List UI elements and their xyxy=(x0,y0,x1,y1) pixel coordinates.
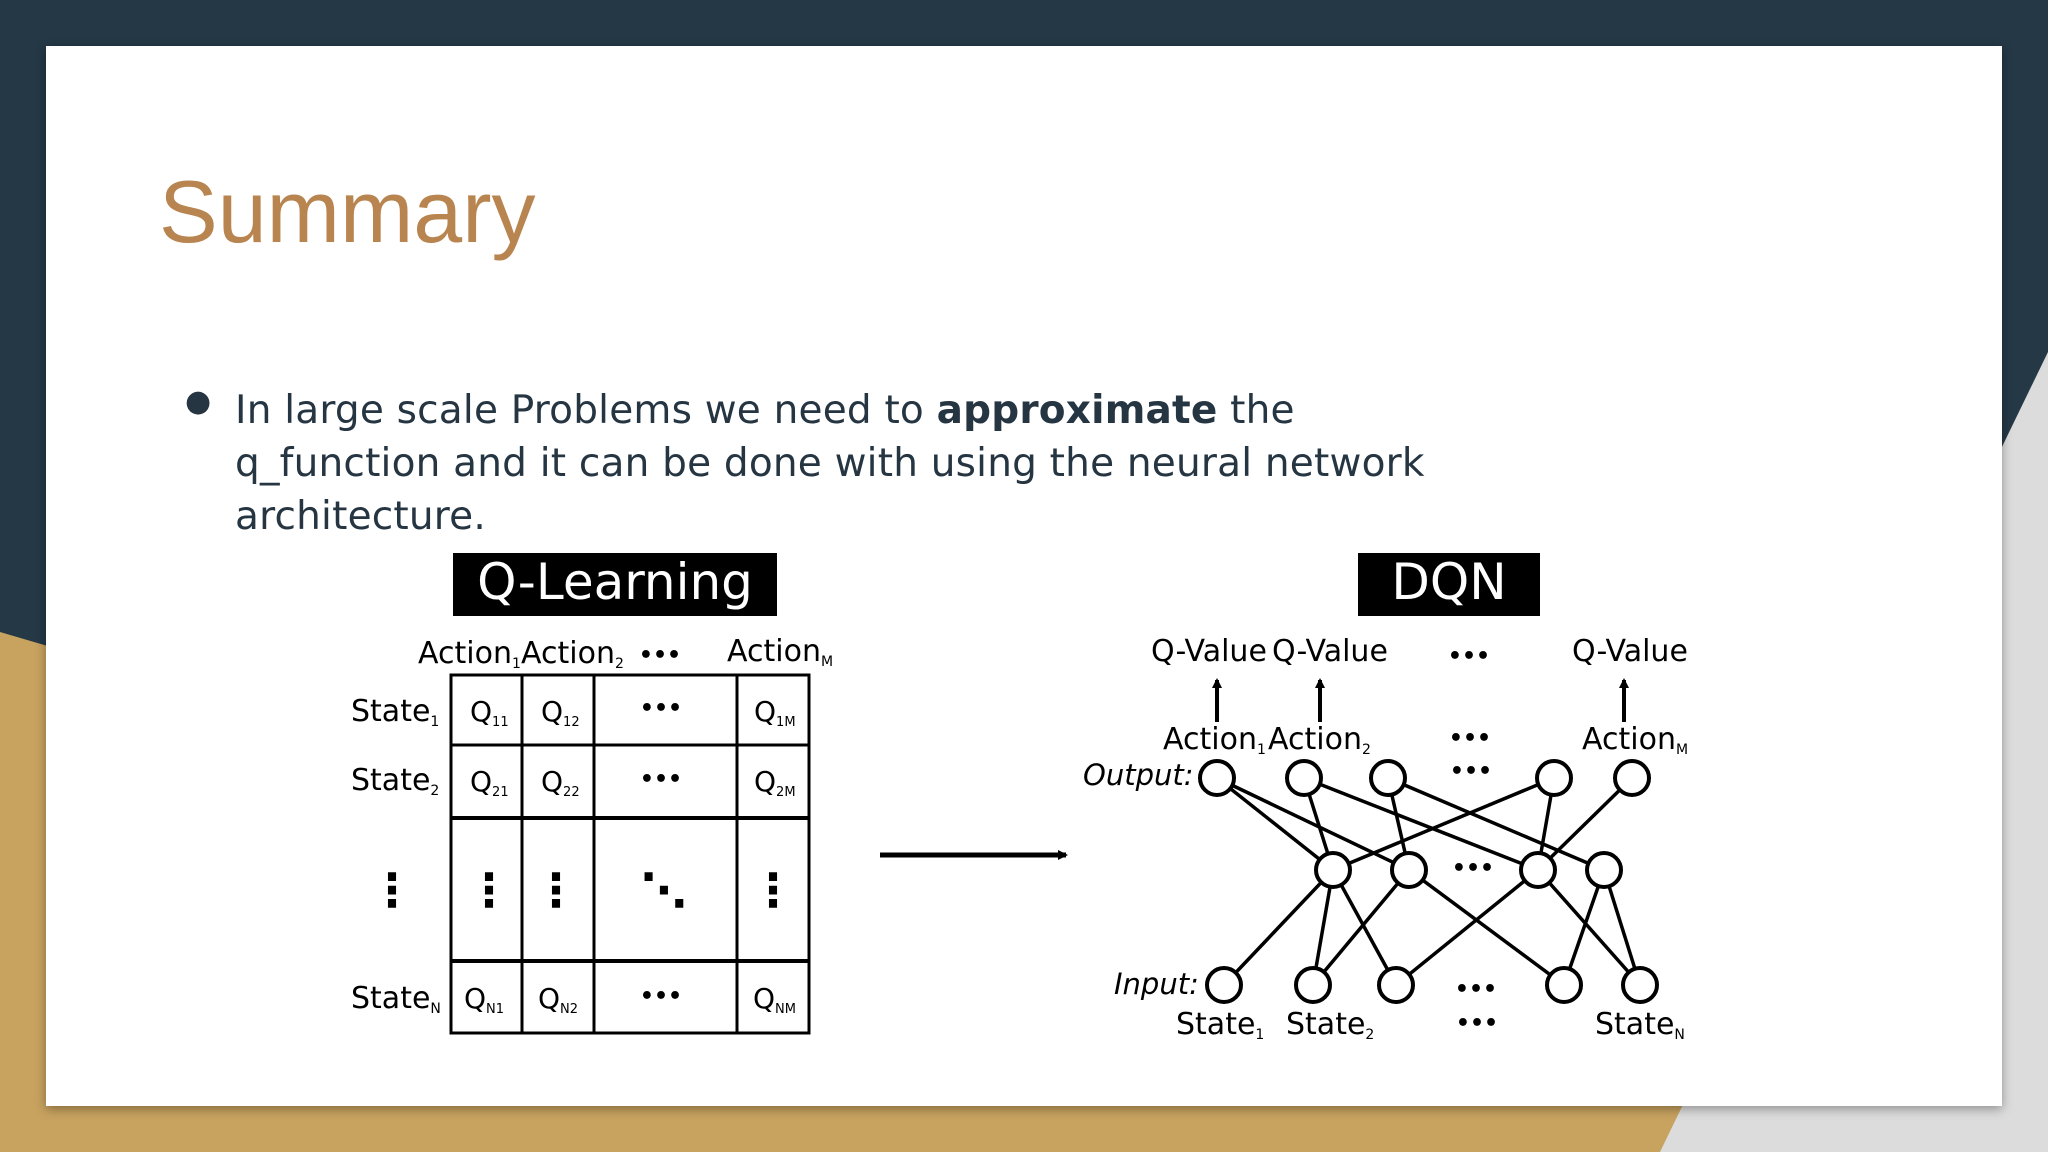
dqn-input-dots: ••• xyxy=(1455,977,1497,1002)
dqn-qvalue-label: Q-Value xyxy=(1151,634,1267,669)
ql-action-header: Action2 xyxy=(521,636,624,672)
dqn-output-node xyxy=(1369,759,1407,797)
dqn-state-labels: State1 State2 ••• StateN xyxy=(1176,1007,1685,1043)
q-cell: QN1 xyxy=(464,982,504,1017)
dqn-input-nodes xyxy=(1205,966,1659,1004)
dqn-output-node xyxy=(1198,759,1236,797)
slide-card xyxy=(46,46,2002,1106)
dqn-qvalue-label: Q-Value xyxy=(1272,634,1388,669)
qlearning-title-box xyxy=(453,553,777,616)
q-cell-ddots: ⋱ xyxy=(641,863,687,917)
q-cell: Q1M xyxy=(754,695,796,730)
dqn-action-label: ActionM xyxy=(1582,722,1688,758)
ql-state-label: StateN xyxy=(351,981,441,1017)
dqn-input-node xyxy=(1294,966,1332,1004)
dqn-network-edges xyxy=(1215,776,1642,987)
dqn-input-label: Input: xyxy=(1114,967,1199,1001)
q-cell: Q2M xyxy=(754,765,796,800)
dqn-output-label: Output: xyxy=(1083,758,1194,792)
dqn-hidden-node xyxy=(1314,851,1352,889)
slide-title: Summary xyxy=(159,162,536,261)
dqn-action-labels: Action1 Action2 ••• ActionM xyxy=(1163,722,1688,758)
dqn-qvalue-labels: Q-Value Q-Value ••• Q-Value xyxy=(1151,634,1688,669)
dqn-state-label: StateN xyxy=(1595,1007,1685,1043)
q-cell: Q11 xyxy=(470,695,509,730)
qlearning-table-grid xyxy=(449,673,811,1035)
dqn-qvalue-label: Q-Value xyxy=(1572,634,1688,669)
dqn-output-node xyxy=(1285,759,1323,797)
ql-action-header-dots: ••• xyxy=(639,643,681,668)
q-cell: Q22 xyxy=(541,765,580,800)
dqn-hidden-node xyxy=(1519,851,1557,889)
dqn-state-dots: ••• xyxy=(1456,1011,1498,1036)
dqn-hidden-dots: ••• xyxy=(1452,856,1494,881)
ql-state-label: State2 xyxy=(351,763,439,799)
dqn-qvalue-dots: ••• xyxy=(1448,644,1490,669)
q-cell-dots: ••• xyxy=(640,984,682,1009)
q-cell: QNM xyxy=(753,982,796,1017)
dqn-qvalue-arrows xyxy=(1212,678,1629,722)
dqn-hidden-nodes xyxy=(1314,851,1623,889)
q-cell-dots: ••• xyxy=(640,767,682,792)
q-cell-dots: ••• xyxy=(640,696,682,721)
ql-action-header: Action1 xyxy=(418,636,521,672)
bullet-text-start: In large scale Problems we need to xyxy=(235,388,937,433)
dqn-hidden-node xyxy=(1390,851,1428,889)
q-cell: Q12 xyxy=(541,695,580,730)
q-cell: Q21 xyxy=(470,765,509,800)
dqn-input-node xyxy=(1545,966,1583,1004)
qlearning-state-labels: State1 State2 ⋮ StateN xyxy=(351,694,441,1017)
bullet-marker: ● xyxy=(185,384,212,419)
qlearning-title: Q-Learning xyxy=(477,553,753,611)
qlearning-table-cells: Q11 Q12 ••• Q1M Q21 Q22 ••• Q2M ⋮ ⋮ ⋱ ⋮ … xyxy=(464,695,796,1017)
q-cell-vdots: ⋮ xyxy=(466,863,512,917)
dqn-input-node xyxy=(1621,966,1659,1004)
dqn-hidden-node xyxy=(1585,851,1623,889)
dqn-action-label: Action1 xyxy=(1163,722,1266,758)
dqn-title-box xyxy=(1358,553,1540,616)
dqn-output-dots: ••• xyxy=(1450,759,1492,784)
dqn-input-node xyxy=(1377,966,1415,1004)
bullet-text-end: the q_function and it can be done with u… xyxy=(235,388,1425,539)
dqn-output-node xyxy=(1613,759,1651,797)
ql-action-header: ActionM xyxy=(727,634,833,670)
dqn-output-nodes xyxy=(1198,759,1651,797)
ql-state-label-vdots: ⋮ xyxy=(369,863,415,917)
q-cell-vdots: ⋮ xyxy=(533,863,579,917)
qlearning-action-headers: Action1 Action2 ••• ActionM xyxy=(418,634,833,672)
dqn-state-label: State2 xyxy=(1286,1007,1374,1043)
dqn-output-node xyxy=(1535,759,1573,797)
bullet-text: In large scale Problems we need to appro… xyxy=(235,384,1485,543)
dqn-input-node xyxy=(1205,966,1243,1004)
bullet-bold-word: approximate xyxy=(936,388,1218,433)
q-cell-vdots: ⋮ xyxy=(750,863,796,917)
dqn-action-dots: ••• xyxy=(1449,726,1491,751)
dqn-action-label: Action2 xyxy=(1268,722,1371,758)
dqn-title: DQN xyxy=(1391,553,1506,611)
q-cell: QN2 xyxy=(538,982,578,1017)
dqn-state-label: State1 xyxy=(1176,1007,1264,1043)
ql-state-label: State1 xyxy=(351,694,439,730)
